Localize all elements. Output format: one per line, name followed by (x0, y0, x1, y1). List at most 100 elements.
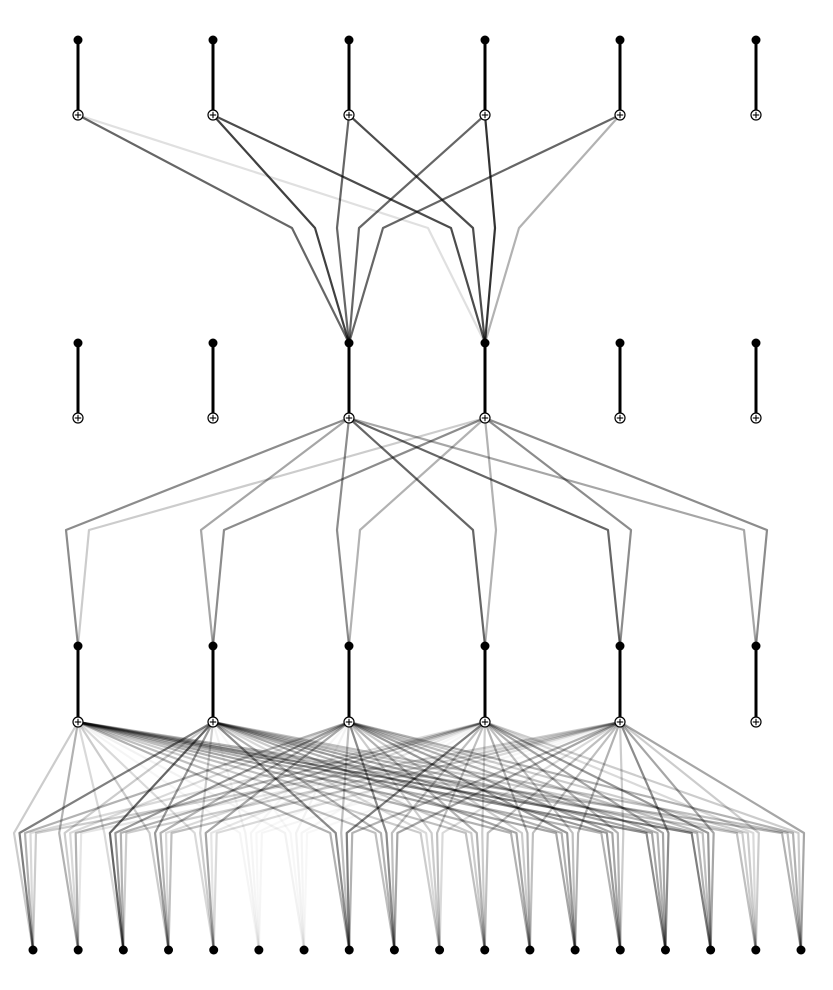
input-node (751, 945, 761, 955)
node-l3 (73, 35, 83, 45)
edge-l0-l1 (74, 720, 486, 951)
edge-l1-l2 (64, 416, 350, 647)
sum-node-l3 (614, 109, 626, 121)
sum-node-l2 (207, 412, 219, 424)
edge-l0-l1 (122, 720, 621, 951)
edge-l0-l1 (481, 721, 487, 951)
edge-l0-l1 (348, 720, 712, 951)
edge-l0-l1 (484, 720, 803, 951)
edge-l0-l1 (77, 721, 306, 951)
edge-l0-l1 (574, 721, 622, 951)
input-node (660, 945, 670, 955)
edge-l0-l1 (345, 721, 486, 951)
edge-l0-l1 (212, 720, 622, 951)
edge-l0-l1 (212, 720, 803, 951)
edge-l0-l1 (77, 720, 757, 951)
edge-l0-l1 (167, 720, 621, 951)
edge-l0-l1 (618, 721, 625, 951)
edge-l0-l1 (348, 721, 441, 951)
edge-l0-l1 (212, 720, 577, 951)
edge-l0-l1 (211, 721, 260, 951)
edge-l0-l1 (210, 720, 486, 951)
edge-l0-l1 (77, 720, 532, 951)
edge-l0-l1 (212, 721, 351, 951)
edge-l0-l1 (484, 721, 577, 951)
edge-l0-l1 (212, 720, 621, 951)
edge-l0-l1 (76, 721, 125, 951)
edge-l0-l1 (212, 720, 712, 951)
edge-l2-l3 (347, 114, 621, 344)
edge-l0-l1 (29, 720, 486, 951)
edge-l2-l3 (483, 114, 621, 344)
edge-l0-l1 (348, 720, 621, 951)
edge-l0-l1 (77, 720, 396, 951)
edge-l0-l1 (390, 721, 486, 951)
edge-l0-l1 (23, 720, 350, 951)
input-node (389, 945, 399, 955)
sum-node-l2 (72, 412, 84, 424)
edge-l0-l1 (347, 721, 396, 951)
edge-l0-l1 (77, 720, 441, 951)
edge-l0-l1 (435, 721, 487, 951)
sum-node-l2 (614, 412, 626, 424)
node-l1 (751, 641, 761, 651)
edge-l0-l1 (348, 720, 622, 951)
edge-l0-l1 (619, 721, 760, 951)
edge-l2-l3 (348, 114, 487, 344)
node-l2 (344, 338, 354, 348)
edge-l0-l1 (114, 721, 350, 951)
edge-l0-l1 (483, 721, 621, 951)
edge-l0-l1 (77, 720, 486, 951)
edge-l0-l1 (12, 721, 79, 951)
node-l1 (480, 641, 490, 651)
node-l2 (208, 338, 218, 348)
edge-l1-l2 (484, 416, 769, 647)
edge-l2-l3 (212, 114, 487, 344)
edge-l0-l1 (119, 720, 486, 951)
input-node (299, 945, 309, 955)
edge-l0-l1 (77, 721, 170, 951)
edge-l0-l1 (528, 721, 621, 951)
node-l3 (208, 35, 218, 45)
input-node (525, 945, 535, 955)
edge-l0-l1 (108, 721, 214, 951)
edge-l0-l1 (164, 720, 486, 951)
sum-node-l3 (750, 109, 762, 121)
edge-l2-l3 (77, 114, 350, 344)
edge-l2-l3 (77, 113, 486, 344)
edge-l1-l2 (76, 416, 486, 647)
edge-l0-l1 (212, 720, 532, 951)
input-node (164, 945, 174, 955)
edge-l0-l1 (340, 721, 351, 951)
edge-l0-l1 (483, 721, 532, 951)
edge-l0-l1 (618, 721, 670, 951)
sum-node-l3 (479, 109, 491, 121)
edge-l1-l2 (484, 417, 633, 647)
edge-l0-l1 (77, 720, 577, 951)
edge-l0-l1 (484, 721, 622, 951)
edge-l0-l1 (31, 720, 621, 951)
edge-l0-l1 (69, 720, 350, 951)
edge-l0-l1 (348, 721, 486, 951)
edge-l0-l1 (77, 721, 260, 951)
input-node (254, 945, 264, 955)
sum-node-l2 (343, 412, 355, 424)
edge-l0-l1 (348, 721, 532, 951)
edge-l0-l1 (348, 720, 757, 951)
edge-l0-l1 (212, 720, 486, 951)
edge-l0-l1 (77, 720, 351, 951)
input-node (615, 945, 625, 955)
input-node (344, 945, 354, 955)
sum-node-l3 (207, 109, 219, 121)
input-node (28, 945, 38, 955)
input-node (796, 945, 806, 955)
edge-l0-l1 (18, 721, 214, 951)
edge-l0-l1 (484, 720, 757, 951)
edge-l0-l1 (619, 721, 806, 951)
node-l3 (615, 35, 625, 45)
input-node (209, 945, 219, 955)
edge-l0-l1 (348, 720, 667, 951)
edge-l1-l2 (483, 417, 498, 647)
edge-l0-l1 (153, 721, 214, 951)
